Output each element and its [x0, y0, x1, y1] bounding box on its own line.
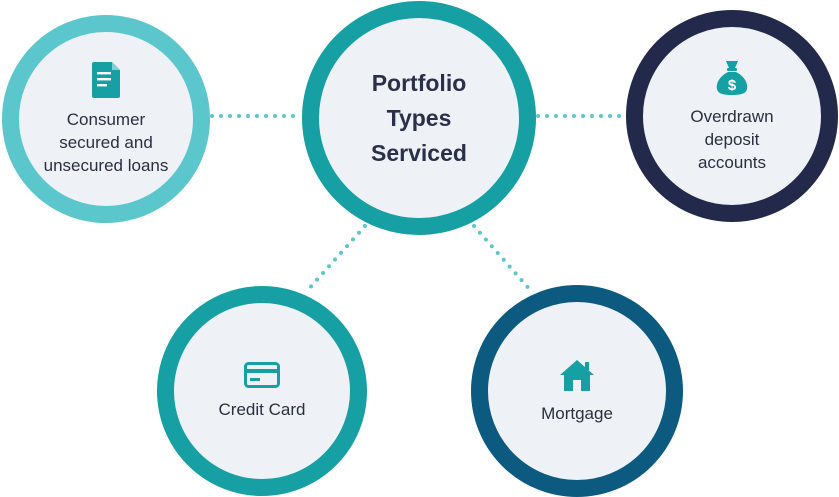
node-label-line: Mortgage — [541, 403, 613, 423]
mortgage-node: Mortgage — [471, 285, 683, 497]
center-node: Portfolio Types Serviced — [302, 1, 536, 235]
overdrawn-accounts-node: $ Overdrawn deposit accounts — [626, 10, 838, 222]
node-label-line: Credit Card — [218, 399, 306, 419]
center-title-line: Portfolio — [371, 69, 467, 96]
credit-card-icon — [244, 361, 280, 388]
node-label-line: Consumer — [66, 109, 146, 129]
node-label-line: unsecured loans — [43, 155, 169, 175]
consumer-loans-node: Consumer secured and unsecured loans — [2, 15, 210, 223]
node-label-line: Overdrawn — [690, 106, 774, 126]
center-title-line: Serviced — [371, 139, 467, 166]
center-title-line: Types — [386, 104, 452, 131]
node-label-line: secured and — [59, 132, 153, 152]
connector-mortgage — [472, 224, 534, 294]
connector-credit — [304, 224, 367, 294]
document-icon — [92, 61, 120, 98]
house-icon — [560, 359, 594, 391]
node-label-line: accounts — [697, 152, 767, 172]
svg-text:$: $ — [728, 77, 737, 94]
credit-card-node: Credit Card — [157, 286, 367, 496]
money-bag-icon: $ — [716, 60, 748, 95]
node-label-line: deposit — [704, 129, 760, 149]
